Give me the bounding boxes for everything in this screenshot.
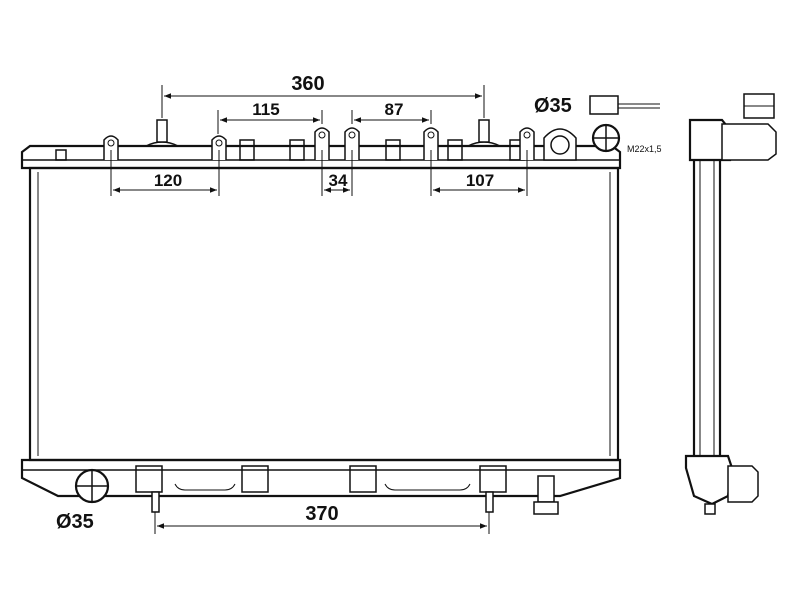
outlet-neck [543, 128, 577, 161]
mount-boss [314, 127, 330, 160]
mount-boss [103, 135, 119, 160]
radiator-side-view [684, 93, 777, 515]
inlet-neck [74, 468, 110, 504]
locating-pin [467, 119, 501, 147]
mount-boss [344, 127, 360, 160]
temperature-sensor-icon [589, 95, 660, 153]
dim-label-107: 107 [466, 171, 494, 190]
dimension-lines: 360 115 87 120 34 107 370 [110, 73, 528, 534]
dim-label-370: 370 [305, 503, 338, 525]
inlet-diameter-label: Ø35 [56, 511, 94, 533]
radiator-core [28, 166, 620, 462]
radiator-front-view [20, 95, 660, 515]
locating-pin [145, 119, 179, 147]
dim-label-120: 120 [154, 171, 182, 190]
mount-boss [211, 135, 227, 160]
dim-label-360: 360 [291, 73, 324, 95]
mount-boss [519, 127, 535, 160]
thread-spec-label: M22x1,5 [627, 144, 662, 154]
mount-boss [423, 127, 439, 160]
drain-plug-icon [533, 475, 559, 515]
side-core [692, 150, 722, 470]
bottom-tank [20, 458, 622, 515]
top-tank [20, 95, 660, 170]
dim-label-87: 87 [385, 100, 404, 119]
outlet-diameter-label: Ø35 [534, 95, 572, 117]
dim-label-115: 115 [252, 100, 279, 119]
dim-label-34: 34 [329, 171, 348, 190]
